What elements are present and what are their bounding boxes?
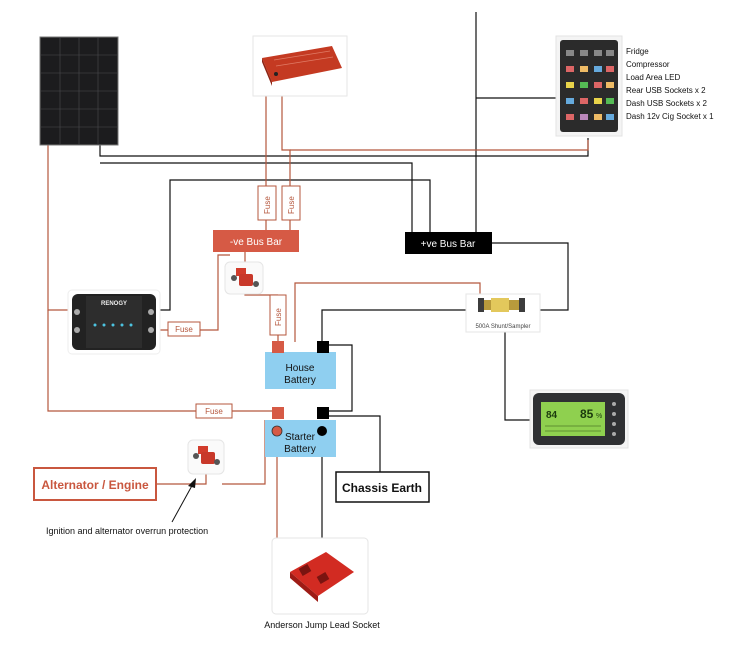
shunt: 500A Shunt/Sampler [465,293,541,333]
starter-battery: Starter Battery [265,407,336,457]
alternator-engine-box: Alternator / Engine [33,467,157,501]
wire-dcdc-fuse-to-negbar [200,254,230,331]
monitor-reading-right: 85 [580,407,594,421]
chassis-earth-box: Chassis Earth [335,471,430,503]
house-battery-label-2: Battery [284,375,316,386]
wire-dcdc-to-starter [47,310,196,412]
house-battery-pos-terminal [272,341,284,353]
chassis-earth-label: Chassis Earth [342,481,422,495]
wire-alt-switch-to-alt [156,472,207,485]
wire-shunt-to-monitor [504,332,530,421]
load-item: Dash 12v Cig Socket x 1 [626,112,714,121]
house-fuse: Fuse [269,294,287,336]
house-battery-label-1: House [286,363,315,374]
monitor-reading-left: 84 [546,410,558,421]
neg-bus-bar-label: -ve Bus Bar [230,237,283,248]
alternator-isolator-switch [187,439,225,475]
wire-posbar-to-shunt [492,242,569,311]
wire-dcdc-to-posbar [160,179,431,311]
pos-bus-bar: +ve Bus Bar [405,232,492,254]
wire-shunt-to-house-neg [321,309,470,342]
fuse-label: Fuse [205,407,223,416]
pos-bus-bar-label: +ve Bus Bar [421,239,476,250]
wire-starter-neg-to-chassis [329,415,381,472]
anderson-socket: Anderson Jump Lead Socket [264,537,380,630]
starter-battery-neg-post [317,426,327,436]
fuse-label: Fuse [175,325,193,334]
inverter [252,35,348,97]
load-item: Dash USB Sockets x 2 [626,99,707,108]
fuse-label: Fuse [274,308,283,326]
fuse-label: Fuse [263,196,272,214]
ignition-annotation: Ignition and alternator overrun protecti… [46,478,208,536]
dcdc-charger: RENOGY [67,289,161,355]
isolator-switch [224,261,264,295]
dcdc-fuse: Fuse [167,321,201,337]
anderson-label: Anderson Jump Lead Socket [264,620,380,630]
starter-battery-label-1: Starter [285,432,316,443]
alternator-label: Alternator / Engine [41,478,149,492]
wire-solar-to-posbar [100,162,413,232]
inverter-fuse-1: Fuse [257,185,277,221]
wiring [47,12,589,538]
load-item: Fridge [626,47,649,56]
fuse-slots [566,50,614,120]
fuse-box [555,35,623,137]
starter-battery-neg-terminal [317,407,329,419]
starter-battery-pos-terminal [272,407,284,419]
dcdc-brand: RENOGY [101,301,127,307]
wire-house-neg-to-starter-neg [329,344,353,412]
monitor-percent: % [596,413,602,420]
inverter-fuse-2: Fuse [281,185,301,221]
starter-battery-label-2: Battery [284,444,316,455]
battery-monitor: 84 85 % [529,389,629,449]
starter-fuse: Fuse [195,403,233,419]
load-item: Load Area LED [626,73,680,82]
fuse-box-load-list: Fridge Compressor Load Area LED Rear USB… [626,47,714,121]
shunt-label: 500A Shunt/Sampler [475,324,530,330]
house-battery-neg-terminal [317,341,329,353]
ignition-note: Ignition and alternator overrun protecti… [46,526,208,536]
wire-solar-to-dcdc [47,145,68,311]
wire-fusebox-neg [99,138,589,157]
wire-starter-to-alt-switch [222,420,266,485]
wire-inverter-fuse-2 [281,96,291,186]
neg-bus-bar: -ve Bus Bar [213,230,299,252]
starter-battery-pos-post [271,425,283,437]
wire-house-pos-up [294,282,481,342]
wire-fusebox-pos [475,12,556,232]
solar-panel [39,36,119,146]
fuse-label: Fuse [287,196,296,214]
load-item: Rear USB Sockets x 2 [626,86,706,95]
house-battery: House Battery [265,341,336,389]
load-item: Compressor [626,60,670,69]
wire-fusebox-pos-red [290,140,589,151]
